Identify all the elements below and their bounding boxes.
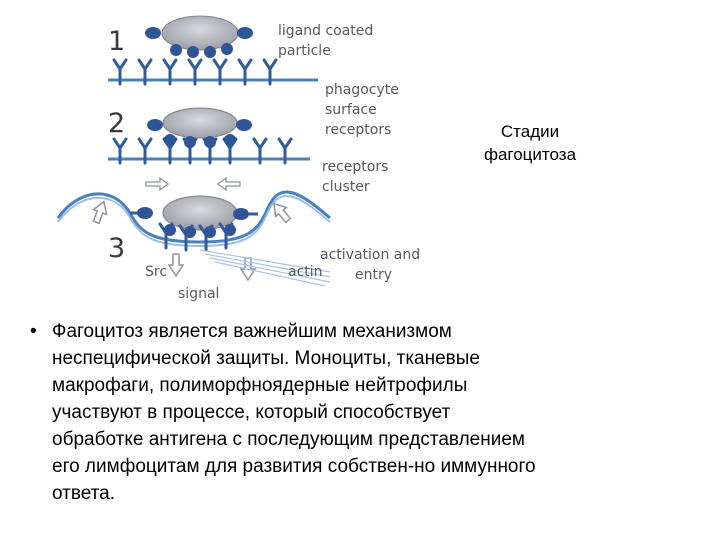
label-ligand-coated: ligand coated — [278, 23, 373, 39]
bullet-line: макрофаги, полиморфноядерные нейтрофилы — [52, 375, 468, 396]
actin-filament — [204, 253, 331, 278]
bullet-paragraph: • Фагоцитоз является важнейшим механизмо… — [30, 318, 690, 507]
label-entry: entry — [355, 267, 392, 283]
ligand-icon — [237, 27, 253, 39]
ligand-icon — [164, 224, 176, 236]
caption-line-1: Стадии — [500, 122, 560, 141]
ligand-icon — [224, 224, 236, 236]
ligand-icon — [137, 207, 153, 219]
phagocytosis-diagram: 1 2 3 ligand coated particle phagocyte s… — [56, 15, 420, 302]
label-receptors: receptors — [325, 122, 391, 138]
label-activation-and: activation and — [320, 247, 420, 263]
ligand-icon — [236, 119, 252, 131]
stage-number-2: 2 — [108, 108, 125, 139]
arrow-right-icon — [145, 176, 170, 192]
stage-3-membrane-outer — [56, 190, 331, 244]
ligand-icon — [164, 134, 176, 146]
actin-filament — [214, 261, 326, 287]
stage-3-group — [56, 190, 331, 287]
ligand-icon — [221, 43, 233, 55]
bullet-text: Фагоцитоз является важнейшим механизмом … — [52, 318, 690, 507]
ligand-icon — [187, 46, 199, 58]
label-phagocyte: phagocyte — [325, 82, 399, 98]
ligand-icon — [204, 226, 216, 238]
bullet-mark: • — [30, 321, 37, 342]
ligand-icon — [145, 27, 161, 39]
bullet-line: обработке антигена с последующим предста… — [52, 429, 525, 450]
label-receptors-cluster-1: receptors — [322, 159, 388, 175]
caption: Стадии фагоцитоза — [440, 120, 620, 166]
actin-filament — [199, 249, 331, 273]
ligand-icon — [233, 208, 249, 220]
bullet-line: Фагоцитоз является важнейшим механизмом — [52, 321, 452, 342]
label-particle: particle — [278, 43, 331, 59]
actin-filament — [209, 257, 331, 283]
label-src: Src — [145, 264, 167, 280]
label-signal: signal — [178, 286, 219, 302]
arrow-down-icon — [168, 253, 184, 277]
ligand-icon — [147, 119, 163, 131]
bullet-line: участвуют в процессе, который способству… — [52, 402, 451, 423]
stage-number-3: 3 — [108, 233, 125, 264]
bullet-line: его лимфоцитам для развития собствен-но … — [52, 456, 536, 477]
label-receptors-cluster-2: cluster — [322, 179, 370, 195]
arrow-left-icon — [216, 176, 241, 192]
ligand-icon — [224, 134, 236, 146]
bullet-line: ответа. — [52, 483, 116, 504]
stage-1-group: ligand coated particle — [108, 15, 373, 86]
stage-2-group — [108, 107, 310, 192]
caption-line-2: фагоцитоза — [483, 145, 577, 164]
stage-3-membrane-inner — [57, 194, 331, 248]
bullet-line: неспецифической защиты. Моноциты, тканев… — [52, 348, 481, 369]
label-actin: actin — [288, 264, 323, 280]
label-surface: surface — [325, 102, 377, 118]
ligand-icon — [170, 44, 182, 56]
ligand-icon — [204, 136, 216, 148]
particle-2 — [162, 107, 238, 139]
stage-number-1: 1 — [108, 26, 125, 57]
ligand-icon — [204, 46, 216, 58]
ligand-icon — [184, 226, 196, 238]
ligand-icon — [184, 136, 196, 148]
arrow-up-icon — [88, 198, 112, 226]
